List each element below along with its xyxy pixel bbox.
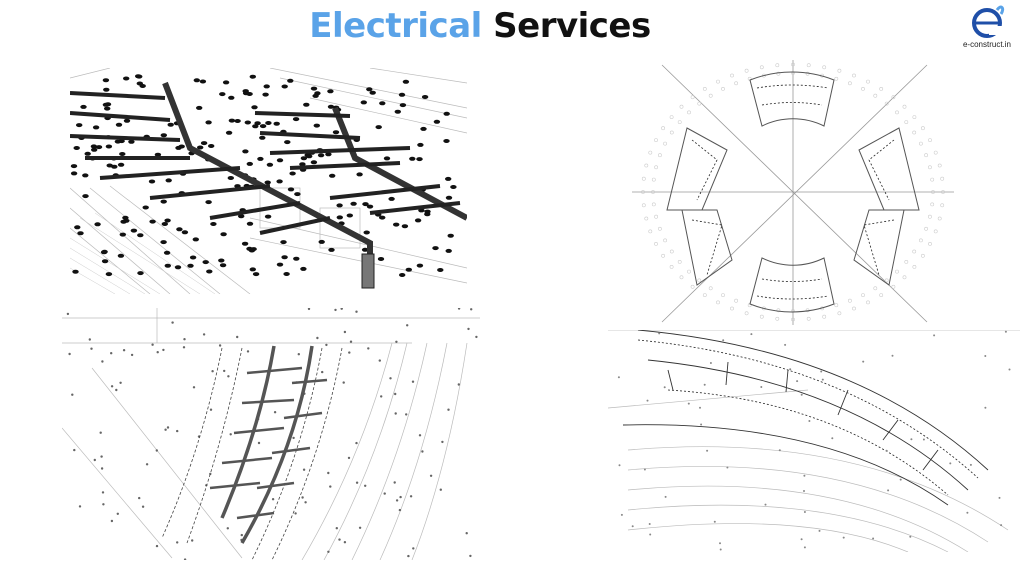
curved-detail-drawing [608,330,1020,552]
title-word-services: Services [493,6,651,46]
isometric-drawing [70,68,467,294]
panel-curved-plan-cable-trays [62,308,480,560]
title-word-electrical: Electrical [309,6,482,46]
logo-text: e-construct.in [962,40,1012,49]
panel-curved-plan-detail [608,330,1020,552]
curved-plan-detail-drawing [62,308,480,560]
radial-plan-drawing [632,60,954,325]
company-logo: e-construct.in [955,2,1019,54]
electrical-panel-box [361,253,375,289]
panel-3d-cable-tray-view [70,68,467,294]
page-title: Electrical Services [0,6,960,46]
e-logo-icon [972,5,1005,38]
panel-radial-floor-plan [632,60,954,325]
